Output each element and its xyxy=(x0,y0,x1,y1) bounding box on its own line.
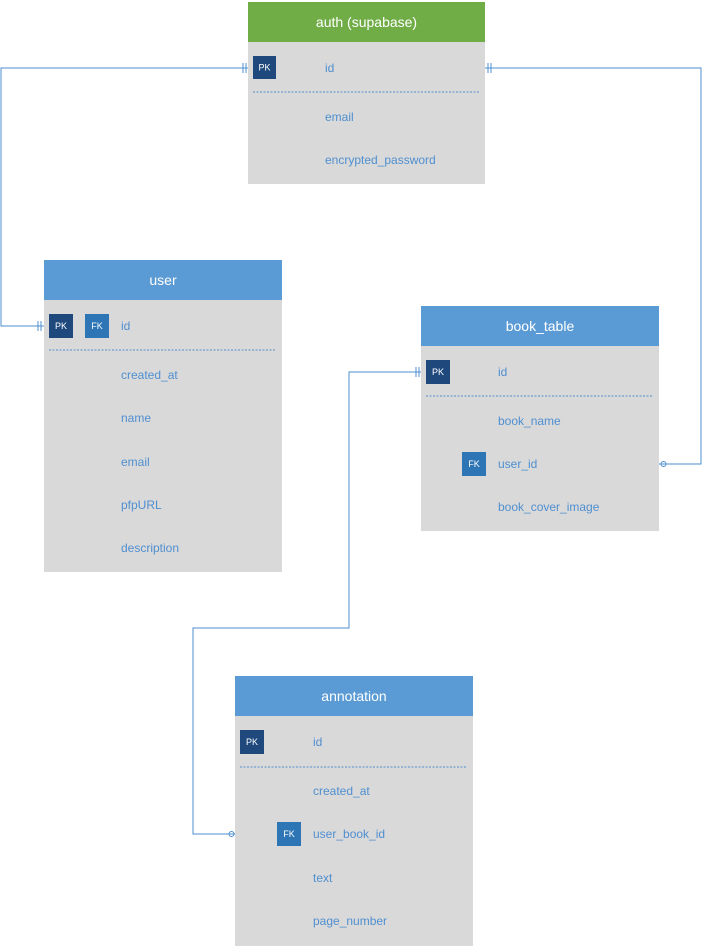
entity-user-header xyxy=(44,260,282,300)
entity-book-table-body xyxy=(421,346,659,531)
book-table-field-user-id: user_id xyxy=(498,457,537,471)
user-field-created-at: created_at xyxy=(121,368,178,382)
user-field-pfpurl: pfpURL xyxy=(121,498,162,512)
annotation-field-text: text xyxy=(313,871,333,885)
annotation-field-created-at: created_at xyxy=(313,784,370,798)
pk-badge xyxy=(240,730,264,754)
relation-auth-user xyxy=(0,63,248,331)
user-field-description: description xyxy=(121,541,179,555)
fk-badge-label: FK xyxy=(91,321,103,331)
fk-badge xyxy=(85,314,109,338)
auth-field-encrypted-password: encrypted_password xyxy=(325,153,436,167)
entity-auth-title: auth (supabase) xyxy=(316,14,417,30)
fk-badge-label: FK xyxy=(283,829,295,839)
user-field-email: email xyxy=(121,455,150,469)
user-field-id: id xyxy=(121,319,130,333)
fk-badge-label: FK xyxy=(468,459,480,469)
entity-user[interactable]: user PK FK id created_at name email pfpU… xyxy=(44,260,282,572)
book-table-field-id: id xyxy=(498,365,507,379)
entity-book-table-title: book_table xyxy=(506,318,575,334)
entity-annotation-title: annotation xyxy=(321,688,386,704)
entity-user-body xyxy=(44,300,282,572)
entity-annotation-header xyxy=(235,676,473,716)
fk-badge xyxy=(277,822,301,846)
entity-annotation[interactable]: annotation PK id created_at FK user_book… xyxy=(235,676,473,946)
entity-auth-header xyxy=(248,2,485,42)
annotation-field-user-book-id: user_book_id xyxy=(313,827,385,841)
annotation-field-page-number: page_number xyxy=(313,914,387,928)
entity-auth-body xyxy=(248,42,485,184)
fk-badge xyxy=(462,452,486,476)
annotation-field-id: id xyxy=(313,735,322,749)
book-table-field-book-name: book_name xyxy=(498,414,561,428)
pk-badge xyxy=(49,314,73,338)
pk-badge xyxy=(253,56,276,79)
entity-user-title: user xyxy=(149,272,177,288)
auth-field-id: id xyxy=(325,61,334,75)
pk-badge-label: PK xyxy=(432,367,444,377)
pk-badge-label: PK xyxy=(246,737,258,747)
user-field-name: name xyxy=(121,411,151,425)
book-table-field-book-cover-image: book_cover_image xyxy=(498,500,600,514)
entity-book-table-header xyxy=(421,306,659,346)
entity-auth[interactable]: auth (supabase) PK id email encrypted_pa… xyxy=(248,2,485,184)
pk-badge xyxy=(426,360,450,384)
auth-field-email: email xyxy=(325,110,354,124)
pk-badge-label: PK xyxy=(55,321,67,331)
entity-book-table[interactable]: book_table PK id book_name FK user_id bo… xyxy=(421,306,659,531)
entity-annotation-body xyxy=(235,716,473,946)
pk-badge-label: PK xyxy=(258,63,270,73)
